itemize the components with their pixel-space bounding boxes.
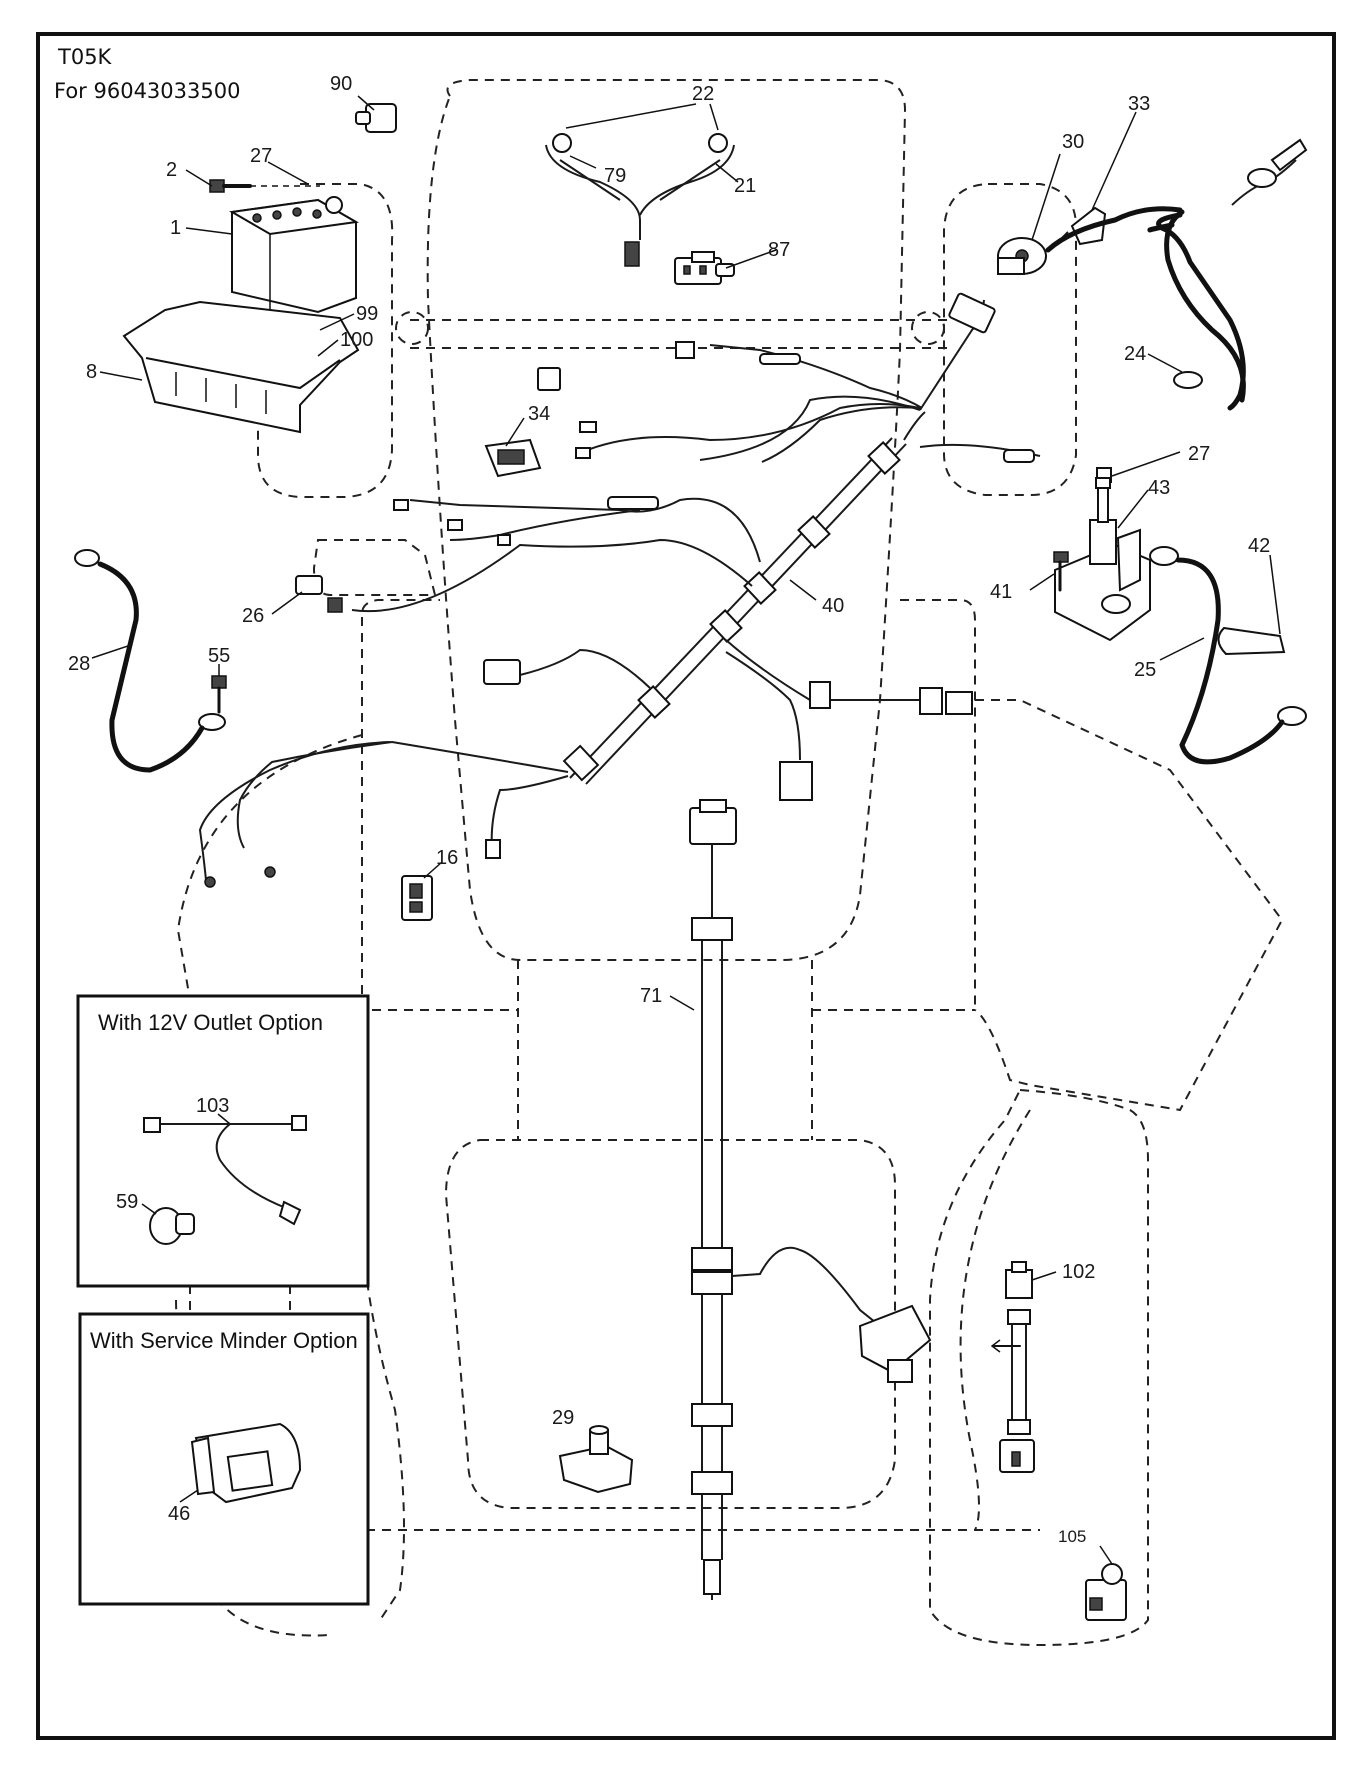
callout-16: 16 <box>436 847 458 869</box>
diagram-frame <box>36 32 1336 1740</box>
seat-deck-outline <box>444 1139 896 1509</box>
callout-27-top: 27 <box>250 145 272 167</box>
callout-24: 24 <box>1124 343 1146 365</box>
part-90-plug <box>355 103 397 133</box>
battery-area-outline <box>257 183 394 498</box>
part-55-bolt <box>211 675 227 714</box>
part-30-ignition-switch <box>997 237 1047 275</box>
callout-27-right: 27 <box>1188 443 1210 465</box>
part-105-solenoid <box>1085 1563 1127 1621</box>
callout-105: 105 <box>1058 1527 1086 1546</box>
part-1-battery <box>228 196 360 314</box>
part-29-switch <box>558 1425 634 1494</box>
inset-12v-outlet: With 12V Outlet Option 103 59 <box>76 994 370 1288</box>
part-2-bolt <box>209 179 320 193</box>
hood-pivot-left <box>395 311 429 345</box>
part-40-main-harness <box>198 292 1041 888</box>
hood-outline <box>426 79 907 961</box>
callout-30: 30 <box>1062 131 1084 153</box>
switch-area-outline <box>943 183 1077 496</box>
part-28-ground-cable <box>74 549 226 773</box>
callout-103: 103 <box>196 1095 229 1117</box>
part-25-cable <box>1149 546 1307 765</box>
part-27-nut <box>1095 477 1111 489</box>
callout-33: 33 <box>1128 93 1150 115</box>
part-102-harness <box>990 1261 1035 1473</box>
callout-59: 59 <box>116 1191 138 1213</box>
callout-79: 79 <box>604 165 626 187</box>
hood-pivot-right <box>911 311 945 345</box>
frame-left-rail <box>361 599 440 1010</box>
callout-100: 100 <box>340 329 373 351</box>
callout-99: 99 <box>356 303 378 325</box>
part-42-boot <box>1217 626 1286 656</box>
leader-lines <box>91 95 1281 1565</box>
callout-22: 22 <box>692 83 714 105</box>
callout-40: 40 <box>822 595 844 617</box>
callout-46: 46 <box>168 1503 190 1525</box>
callout-102: 102 <box>1062 1261 1095 1283</box>
inset-12v-outlet-frame <box>76 994 370 1288</box>
callout-1: 1 <box>170 217 181 239</box>
part-16-switch <box>401 875 433 921</box>
callout-8: 8 <box>86 361 97 383</box>
callout-29: 29 <box>552 1407 574 1429</box>
part-8-battery-tray <box>122 300 360 434</box>
tractor-outline <box>175 79 1284 1647</box>
callout-90: 90 <box>330 73 352 95</box>
inset-service-minder: With Service Minder Option 46 <box>78 1312 370 1606</box>
callout-41: 41 <box>990 581 1012 603</box>
part-26-connector <box>295 575 343 613</box>
part-43-solenoid <box>1054 467 1151 642</box>
inset-service-minder-title: With Service Minder Option <box>90 1328 358 1353</box>
callout-2: 2 <box>166 159 177 181</box>
part-87-relay <box>674 251 735 285</box>
dash-tab <box>312 539 437 596</box>
callout-71: 71 <box>640 985 662 1007</box>
callout-87: 87 <box>768 239 790 261</box>
callout-26: 26 <box>242 605 264 627</box>
callout-labels: 90 22 33 2 27 79 30 21 1 87 99 100 8 24 … <box>68 73 1270 1546</box>
part-24-cable <box>1045 138 1308 411</box>
part-41-bolt <box>1053 551 1069 592</box>
model-number: For 96043033500 <box>54 79 240 103</box>
callout-34: 34 <box>528 403 550 425</box>
callout-25: 25 <box>1134 659 1156 681</box>
callout-28: 28 <box>68 653 90 675</box>
inset-12v-outlet-title: With 12V Outlet Option <box>98 1010 323 1035</box>
frame-right-rail <box>900 599 976 1010</box>
callout-43: 43 <box>1148 477 1170 499</box>
right-fender-outline <box>929 699 1284 1647</box>
model-code: T05K <box>57 45 113 69</box>
part-71-rear-harness <box>689 799 932 1600</box>
part-34-switch <box>484 438 542 478</box>
callout-55: 55 <box>208 645 230 667</box>
callout-21: 21 <box>734 175 756 197</box>
callout-42: 42 <box>1248 535 1270 557</box>
part-22-headlight-harness <box>545 133 735 267</box>
